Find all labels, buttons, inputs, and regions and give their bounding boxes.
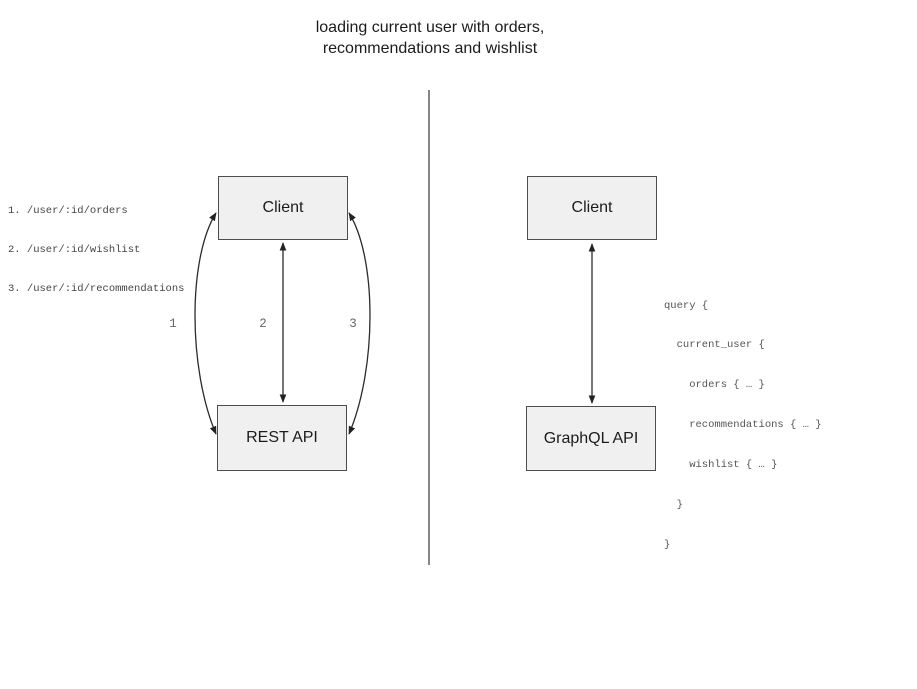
endpoint-item: 1. /user/:id/orders xyxy=(8,205,128,217)
endpoint-item: 2. /user/:id/wishlist xyxy=(8,244,141,256)
arrow-label-3: 3 xyxy=(349,317,357,331)
rest-api-box: REST API xyxy=(217,405,347,471)
endpoint-item: 3. /user/:id/recommendations xyxy=(8,283,185,295)
page-title: loading current user with orders, recomm… xyxy=(130,17,730,59)
graphql-client-box: Client xyxy=(527,176,657,240)
rest-arrow-1-curve xyxy=(194,212,217,435)
graphql-query-snippet: query { current_user { orders { … } reco… xyxy=(664,273,822,579)
query-line: current_user { xyxy=(664,339,765,352)
arrow-label-2: 2 xyxy=(259,317,267,331)
query-line: orders { … } xyxy=(664,379,765,392)
graphql-api-box: GraphQL API xyxy=(526,406,656,471)
query-line: } xyxy=(664,499,683,512)
title-line-2: recommendations and wishlist xyxy=(322,40,538,57)
rest-api-label: REST API xyxy=(246,429,318,446)
title-line-1: loading current user with orders, xyxy=(315,19,545,36)
rest-client-label: Client xyxy=(262,199,304,216)
query-line: query { xyxy=(664,299,709,312)
rest-client-box: Client xyxy=(218,176,348,240)
rest-endpoint-list: 1. /user/:id/orders 2. /user/:id/wishlis… xyxy=(8,179,184,322)
query-line: wishlist { … } xyxy=(664,459,778,472)
query-line: } xyxy=(664,538,671,551)
query-line: recommendations { … } xyxy=(664,419,822,432)
arrow-label-1: 1 xyxy=(169,317,177,331)
graphql-client-label: Client xyxy=(571,199,613,216)
graphql-api-label: GraphQL API xyxy=(543,429,639,447)
rest-arrow-3-curve xyxy=(348,212,371,435)
